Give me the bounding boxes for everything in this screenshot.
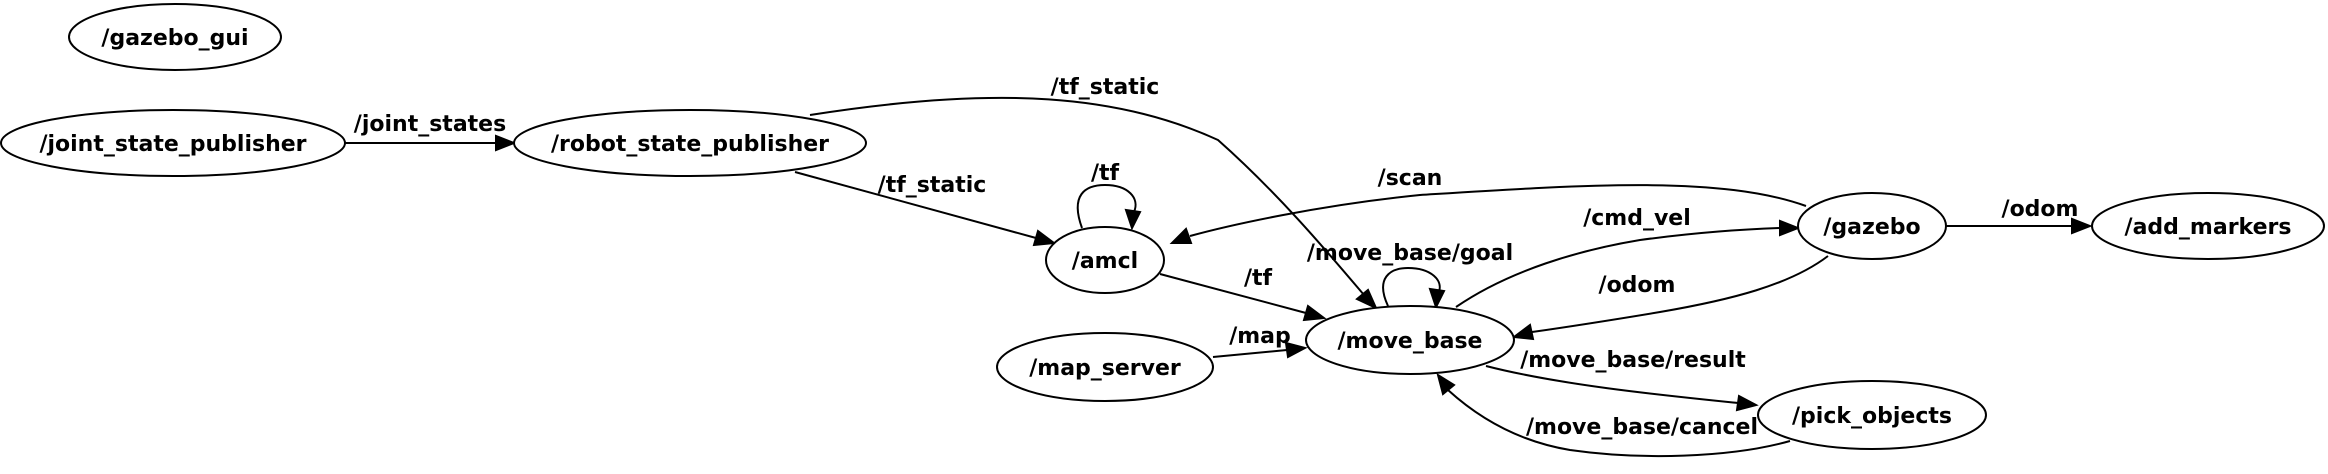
node-gazebo-gui[interactable]: /gazebo_gui — [68, 3, 282, 71]
edge-label-joint-states: /joint_states — [354, 112, 506, 137]
node-label-pick-objects: /pick_objects — [1792, 404, 1952, 429]
node-pick-objects[interactable]: /pick_objects — [1757, 380, 1987, 450]
edge-map: /map — [1212, 324, 1308, 359]
edge-label-odom-move-base: /odom — [1599, 273, 1676, 298]
node-label-move-base: /move_base — [1338, 329, 1483, 354]
node-add-markers[interactable]: /add_markers — [2091, 192, 2325, 260]
node-gazebo[interactable]: /gazebo — [1797, 192, 1947, 260]
edge-label-scan: /scan — [1378, 166, 1443, 191]
node-label-add-markers: /add_markers — [2125, 215, 2292, 240]
edge-label-odom-add-markers: /odom — [2002, 197, 2079, 222]
edge-joint-states: /joint_states — [345, 112, 517, 152]
edge-label-tf-self: /tf — [1091, 161, 1120, 186]
edge-move-base-cancel: /move_base/cancel — [1436, 372, 1791, 458]
node-label-map-server: /map_server — [1029, 356, 1181, 381]
edge-label-tf-static-amcl: /tf_static — [878, 173, 987, 198]
node-label-robot-state-publisher: /robot_state_publisher — [551, 132, 829, 157]
edge-odom-add-markers: /odom — [1946, 197, 2093, 235]
node-label-gazebo-gui: /gazebo_gui — [101, 26, 248, 51]
edge-label-tf-move-base: /tf — [1244, 266, 1273, 291]
edge-label-cmd-vel: /cmd_vel — [1583, 206, 1691, 231]
edge-tf-static-to-amcl: /tf_static — [794, 171, 1057, 247]
edge-tf-amcl-to-move-base: /tf — [1159, 266, 1327, 322]
edge-label-move-base-goal: /move_base/goal — [1307, 241, 1513, 266]
edge-tf-amcl-self-loop: /tf — [1076, 161, 1142, 231]
edge-label-map: /map — [1229, 324, 1291, 349]
edge-move-base-result: /move_base/result — [1485, 348, 1759, 412]
edge-odom-move-base: /odom — [1511, 255, 1829, 341]
node-label-gazebo: /gazebo — [1823, 215, 1920, 240]
node-joint-state-publisher[interactable]: /joint_state_publisher — [0, 109, 346, 177]
node-amcl[interactable]: /amcl — [1045, 226, 1165, 294]
edge-cmd-vel: /cmd_vel — [1455, 206, 1801, 308]
node-move-base[interactable]: /move_base — [1305, 305, 1515, 375]
edge-label-tf-static-top: /tf_static — [1051, 75, 1160, 100]
node-label-amcl: /amcl — [1072, 249, 1138, 274]
edge-move-base-goal-self-loop: /move_base/goal — [1307, 241, 1513, 310]
node-robot-state-publisher[interactable]: /robot_state_publisher — [513, 109, 867, 177]
edge-label-move-base-result: /move_base/result — [1520, 348, 1746, 373]
node-label-joint-state-publisher: /joint_state_publisher — [39, 132, 306, 157]
edge-scan: /scan — [1169, 166, 1807, 244]
edge-label-move-base-cancel: /move_base/cancel — [1526, 415, 1758, 440]
node-map-server[interactable]: /map_server — [996, 332, 1214, 402]
edge-tf-static-to-move-base: /tf_static — [809, 75, 1379, 311]
